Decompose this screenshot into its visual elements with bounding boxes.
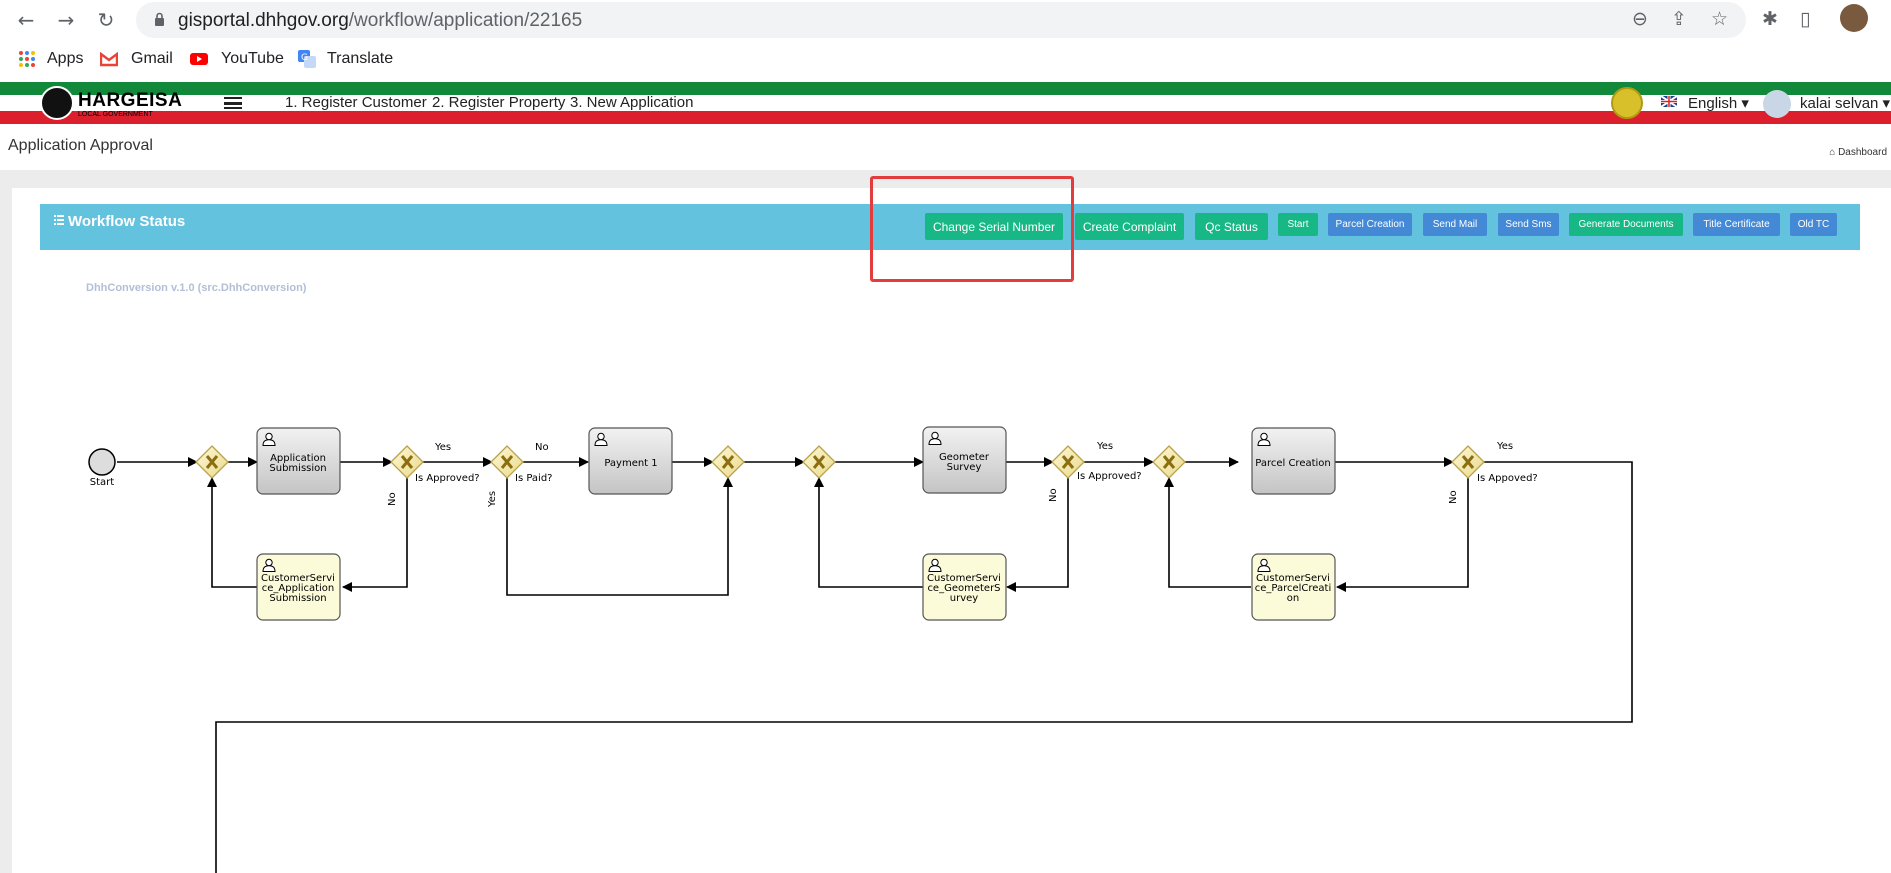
nav-new-application[interactable]: 3. New Application: [570, 94, 694, 111]
logo-subtitle: LOCAL GOVERNMENT: [78, 111, 153, 118]
send-mail-button[interactable]: Send Mail: [1423, 213, 1487, 236]
bookmark-gmail[interactable]: Gmail: [131, 50, 173, 67]
url-path: /workflow/application/22165: [348, 10, 583, 31]
lock-icon: [155, 12, 164, 26]
gmail-icon: [100, 51, 118, 67]
start-button[interactable]: Start: [1278, 213, 1318, 236]
emblem-icon: [1611, 87, 1643, 119]
old-tc-button[interactable]: Old TC: [1790, 213, 1837, 236]
breadcrumb[interactable]: ⌂ Dashboard: [1829, 147, 1887, 158]
user-menu[interactable]: kalai selvan ▾: [1800, 95, 1891, 112]
process-version: DhhConversion v.1.0 (src.DhhConversion): [86, 282, 307, 294]
send-sms-button[interactable]: Send Sms: [1498, 213, 1559, 236]
logo-text: HARGEISA: [78, 90, 183, 111]
translate-icon: G: [298, 50, 316, 68]
language-dropdown[interactable]: English ▾: [1688, 95, 1749, 112]
share-icon[interactable]: ⇪: [1671, 8, 1687, 30]
star-icon[interactable]: ☆: [1711, 8, 1729, 30]
change-serial-number-button[interactable]: Change Serial Number: [925, 213, 1063, 240]
bookmark-youtube[interactable]: YouTube: [221, 50, 284, 67]
logo[interactable]: HARGEISA LOCAL GOVERNMENT: [40, 86, 182, 122]
bookmarks-bar: Apps Gmail YouTube G Translate: [0, 42, 1891, 76]
nav-register-property[interactable]: 2. Register Property: [432, 94, 566, 111]
list-icon: [54, 215, 64, 225]
extensions-icon[interactable]: ✱: [1762, 8, 1778, 30]
zoom-icon[interactable]: ⊖: [1632, 8, 1648, 30]
uk-flag-icon: [1661, 96, 1677, 107]
apps-grid-icon: [19, 51, 35, 67]
create-complaint-button[interactable]: Create Complaint: [1075, 213, 1184, 240]
nav-register-customer[interactable]: 1. Register Customer: [285, 94, 427, 111]
forward-icon[interactable]: →: [57, 8, 75, 32]
url-text: gisportal.dhhgov.org/workflow/applicatio…: [178, 10, 582, 32]
page-title: Application Approval: [8, 137, 153, 154]
profile-avatar[interactable]: [1840, 4, 1868, 32]
user-name: kalai selvan: [1800, 95, 1879, 112]
browser-toolbar: ← → ↻ gisportal.dhhgov.org/workflow/appl…: [0, 0, 1891, 40]
breadcrumb-dashboard: Dashboard: [1838, 147, 1887, 158]
url-host: gisportal.dhhgov.org: [178, 10, 349, 31]
side-panel-icon[interactable]: ▯: [1800, 8, 1811, 30]
user-avatar[interactable]: [1763, 90, 1791, 118]
home-icon: ⌂: [1829, 147, 1836, 158]
parcel-creation-button[interactable]: Parcel Creation: [1328, 213, 1412, 236]
back-icon[interactable]: ←: [17, 8, 35, 32]
highlight-box: [870, 176, 1074, 282]
menu-toggle-icon[interactable]: [224, 97, 242, 109]
bookmark-translate[interactable]: Translate: [327, 50, 394, 67]
reload-icon[interactable]: ↻: [97, 8, 115, 32]
workflow-title: Workflow Status: [68, 213, 186, 230]
app-header: [0, 82, 1891, 124]
youtube-icon: [190, 53, 208, 65]
address-bar[interactable]: gisportal.dhhgov.org/workflow/applicatio…: [136, 2, 1746, 38]
qc-status-button[interactable]: Qc Status: [1195, 213, 1268, 240]
logo-emblem: [40, 86, 74, 120]
svg-text:G: G: [301, 53, 308, 63]
bookmark-apps[interactable]: Apps: [47, 50, 84, 67]
generate-documents-button[interactable]: Generate Documents: [1569, 213, 1683, 236]
title-certificate-button[interactable]: Title Certificate: [1693, 213, 1780, 236]
language-label: English: [1688, 95, 1738, 112]
